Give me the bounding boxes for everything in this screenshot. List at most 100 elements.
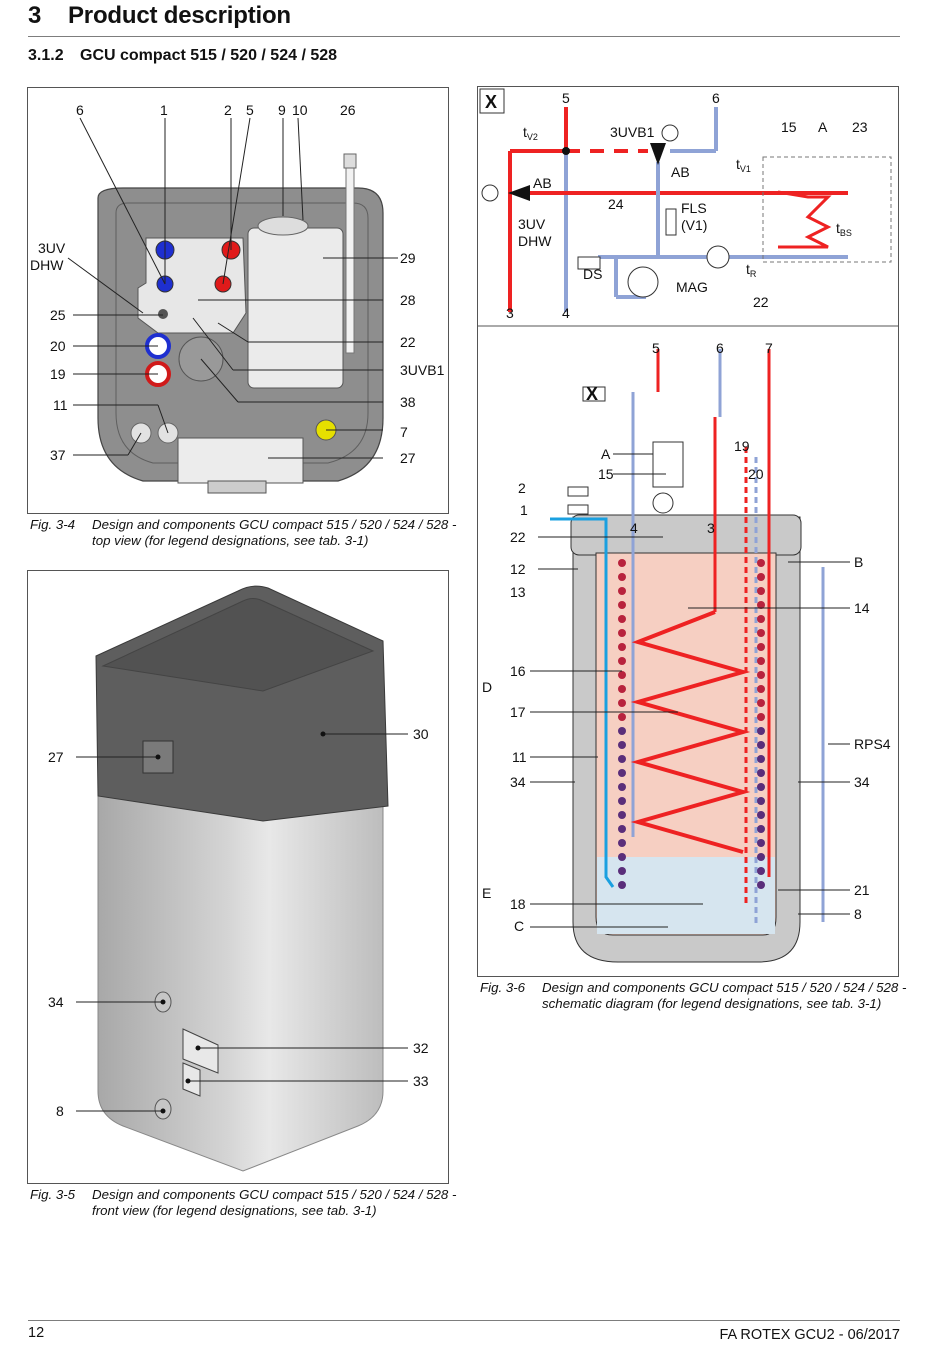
d-label-3: 3: [506, 305, 514, 321]
label-7: 7: [400, 424, 408, 440]
d-label-3uvb1: 3UVB1: [610, 124, 655, 140]
m-label-20: 20: [748, 466, 764, 482]
header-rule: [28, 36, 900, 37]
d-label-dhw: DHW: [518, 233, 552, 249]
label-27: 27: [400, 450, 416, 466]
label-dhw: DHW: [30, 257, 64, 273]
caption-text: Design and components GCU compact 515 / …: [542, 980, 907, 1011]
pipe-26: [345, 157, 355, 354]
label-6: 6: [76, 102, 84, 118]
label-26: 26: [340, 102, 356, 118]
d-label-6: 6: [712, 90, 720, 106]
m-label-12: 12: [510, 561, 526, 577]
label-20: 20: [50, 338, 66, 354]
m-label-6: 6: [716, 340, 724, 356]
label-27: 27: [48, 749, 64, 765]
label-22: 22: [400, 334, 416, 350]
label-11: 11: [53, 397, 68, 413]
figure-schematic: X 5 6 tV2 3UVB1 AB AB 15 A 23 tV1 3UV DH…: [477, 86, 899, 977]
caption-number: Fig. 3-6: [480, 980, 526, 995]
m-label-22: 22: [510, 529, 526, 545]
d-label-ab: AB: [671, 164, 690, 180]
check-valve-1: [567, 504, 589, 515]
caption-fig-3-4: Fig. 3-4 Design and components GCU compa…: [30, 517, 456, 553]
m-label-rps4: RPS4: [854, 736, 891, 752]
label-8: 8: [56, 1103, 64, 1119]
detail-x-label: X: [485, 92, 497, 112]
label-3uv: 3UV: [38, 240, 66, 256]
d-label-fls: FLS: [681, 200, 707, 216]
label-34: 34: [48, 994, 64, 1010]
m-label-34-left: 34: [510, 774, 526, 790]
caption-fig-3-6: Fig. 3-6 Design and components GCU compa…: [480, 980, 906, 1016]
main-x-box: [582, 386, 606, 402]
caption-number: Fig. 3-5: [30, 1187, 76, 1202]
caption-text: Design and components GCU compact 515 / …: [92, 1187, 457, 1218]
m-label-19: 19: [734, 438, 750, 454]
label-25: 25: [50, 307, 66, 323]
d-label-4: 4: [562, 305, 570, 321]
label-38: 38: [400, 394, 416, 410]
m-label-c: C: [514, 918, 524, 934]
front-view-illustration: 27 30 34 32 33 8: [48, 585, 429, 1172]
section-title: GCU compact 515 / 520 / 524 / 528: [80, 47, 338, 64]
label-33: 33: [413, 1073, 429, 1089]
caption-text: Design and components GCU compact 515 / …: [92, 517, 457, 548]
d-label-ab-3uv: AB: [533, 175, 552, 191]
flow-sensor-fls: [665, 208, 677, 236]
label-1: 1: [160, 102, 168, 118]
check-valve-2: [567, 486, 589, 497]
m-label-1: 1: [520, 502, 528, 518]
control-box-27: [177, 437, 304, 484]
label-37: 37: [50, 447, 66, 463]
m-label-3: 3: [707, 520, 715, 536]
valve-3uv-dhw-symbol: [508, 185, 530, 201]
control-box-base: [207, 480, 267, 494]
d-label-a: A: [818, 119, 828, 135]
label-3uvb1: 3UVB1: [400, 362, 445, 378]
label-28: 28: [400, 292, 416, 308]
m-label-14: 14: [854, 600, 870, 616]
main-x-label: X: [586, 384, 598, 404]
boiler-unit: [247, 227, 344, 389]
chapter-number: 3: [28, 2, 42, 29]
main-pump-22: [652, 492, 674, 514]
leader-lines: [76, 733, 408, 1112]
document-reference: FA ROTEX GCU2 - 06/2017: [719, 1327, 900, 1343]
label-32: 32: [413, 1040, 429, 1056]
label-10: 10: [292, 102, 308, 118]
heat-exchanger-15: [777, 190, 832, 249]
m-label-34-right: 34: [854, 774, 870, 790]
d-label-tv1: tV1: [736, 156, 751, 174]
m-label-16: 16: [510, 663, 526, 679]
motor-m-3uv: [481, 184, 499, 202]
d-label-5: 5: [562, 90, 570, 106]
m-label-b: B: [854, 554, 863, 570]
d-label-v1: (V1): [681, 217, 707, 233]
pressure-sensor-ds: [577, 256, 601, 270]
motor-m-3uvb1: [661, 124, 679, 142]
pipe-26-fitting: [343, 153, 357, 169]
d-label-tr: tR: [746, 261, 757, 279]
housing-inner-rim: [115, 202, 369, 464]
connection-25: [158, 309, 168, 319]
label-5: 5: [246, 102, 254, 118]
d-label-tv2: tV2: [523, 124, 538, 142]
caption-fig-3-5: Fig. 3-5 Design and components GCU compa…: [30, 1187, 456, 1223]
main-leader-lines: [530, 453, 850, 928]
lid-top-surface: [101, 598, 375, 692]
d-label-22: 22: [753, 294, 769, 310]
schematic-illustration: X 5 6 tV2 3UVB1 AB AB 15 A 23 tV1 3UV DH…: [478, 88, 898, 963]
flue-connection: [257, 216, 309, 236]
type-plate-33: [182, 1062, 201, 1097]
d-label-ds: DS: [583, 266, 602, 282]
figure-top-view: 6 1 2 5 9 10 26 3UV DHW 29 28 25 20 22 1…: [27, 87, 449, 514]
label-30: 30: [413, 726, 429, 742]
type-plate-32: [182, 1028, 219, 1074]
label-9: 9: [278, 102, 286, 118]
m-label-a: A: [601, 446, 611, 462]
m-label-15: 15: [598, 466, 614, 482]
leader-lines: [67, 117, 398, 459]
